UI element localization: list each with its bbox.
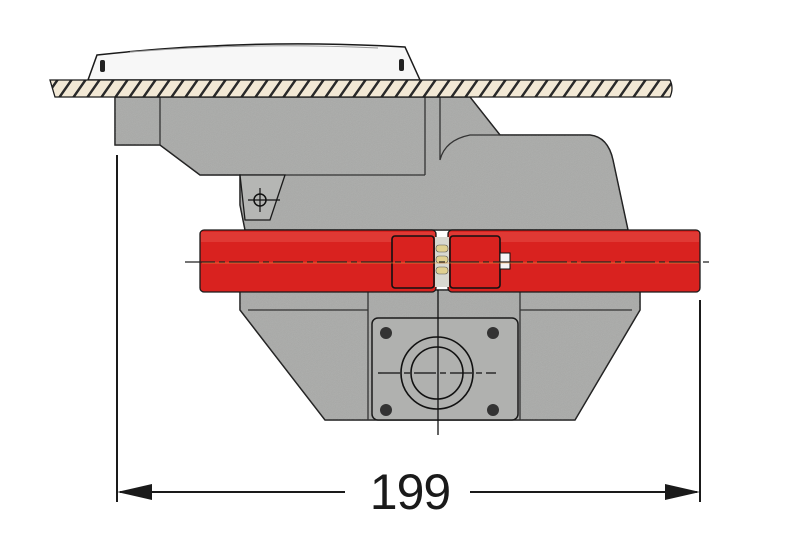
dimension-line — [116, 155, 701, 502]
housing-upper — [114, 96, 629, 231]
cap-slot — [399, 59, 404, 71]
arrow-left-icon — [117, 484, 152, 500]
cover-cap — [86, 43, 422, 81]
screw-icon — [380, 327, 499, 416]
mounting-plank — [49, 79, 673, 98]
dimension-value: 199 — [369, 464, 451, 520]
cap-slot — [100, 60, 105, 72]
arrow-right-icon — [665, 484, 700, 500]
cover-plate — [371, 317, 519, 421]
cap-highlight — [129, 45, 379, 53]
red-clamp-bar — [199, 229, 701, 293]
pivot-crosshair-icon — [248, 188, 280, 212]
